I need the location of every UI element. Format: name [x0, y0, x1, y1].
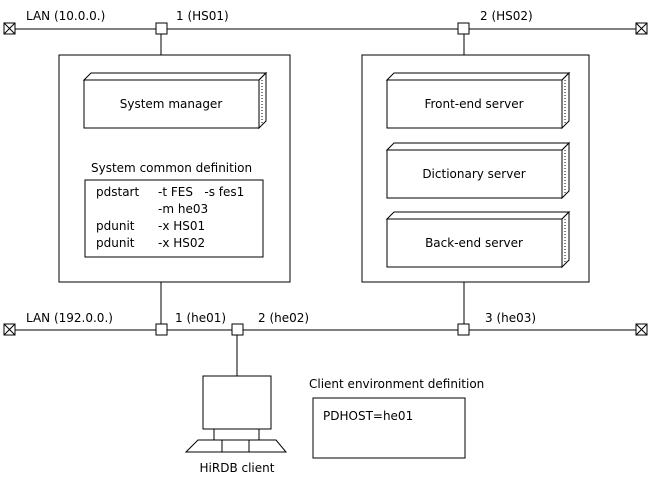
- client-env-definition-value: PDHOST=he01: [323, 409, 413, 423]
- lan-terminator-icon: [3, 323, 16, 336]
- lower-lan-node-2-label: 2 (he02): [258, 311, 309, 325]
- front-end-server-box: [385, 71, 571, 130]
- back-end-server-label: Back-end server: [425, 236, 523, 250]
- common-definition-title: System common definition: [91, 161, 252, 175]
- lan-node-connector: [155, 323, 168, 336]
- definition-arguments: -m he03: [158, 202, 208, 216]
- lan-terminator-icon: [3, 22, 16, 35]
- system-manager-box: [82, 71, 268, 130]
- dictionary-server-label: Dictionary server: [422, 167, 525, 181]
- client-env-definition-box: [312, 397, 466, 459]
- lan-terminator-icon: [635, 323, 648, 336]
- system-manager-label: System manager: [120, 97, 223, 111]
- lan-terminator-icon: [635, 22, 648, 35]
- client-computer-icon: [184, 375, 288, 453]
- back-end-server-box: [385, 210, 571, 269]
- definition-arguments: -t FES -s fes1: [158, 185, 244, 199]
- upper-lan-node-1-label: 1 (HS01): [176, 9, 229, 23]
- lan-node-connector: [457, 323, 470, 336]
- definition-arguments: -x HS01: [158, 219, 205, 233]
- lan-node-connector: [231, 323, 244, 336]
- lower-lan-node-1-label: 1 (he01): [175, 311, 226, 325]
- client-label: HiRDB client: [200, 461, 275, 475]
- upper-lan-node-2-label: 2 (HS02): [480, 9, 533, 23]
- definition-command: pdunit: [96, 219, 135, 233]
- host-1: System manager System common definition …: [58, 54, 291, 283]
- client-env-definition-title: Client environment definition: [309, 377, 484, 391]
- upper-lan: LAN (10.0.0.) 1 (HS01) 2 (HS02): [3, 9, 648, 35]
- lan-node-connector: [155, 22, 168, 35]
- definition-command: pdstart: [96, 185, 139, 199]
- host-2: Front-end server Dictionary server Back-…: [361, 54, 590, 283]
- lower-lan-label: LAN (192.0.0.): [26, 311, 113, 325]
- definition-arguments: -x HS02: [158, 236, 205, 250]
- common-definition-box: [84, 179, 264, 258]
- lan-node-connector: [457, 22, 470, 35]
- lower-lan-node-3-label: 3 (he03): [485, 311, 536, 325]
- definition-command: pdunit: [96, 236, 135, 250]
- upper-lan-label: LAN (10.0.0.): [26, 9, 105, 23]
- dictionary-server-box: [385, 141, 571, 200]
- lower-lan: LAN (192.0.0.) 1 (he01) 2 (he02) 3 (he03…: [3, 311, 648, 336]
- front-end-server-label: Front-end server: [424, 97, 523, 111]
